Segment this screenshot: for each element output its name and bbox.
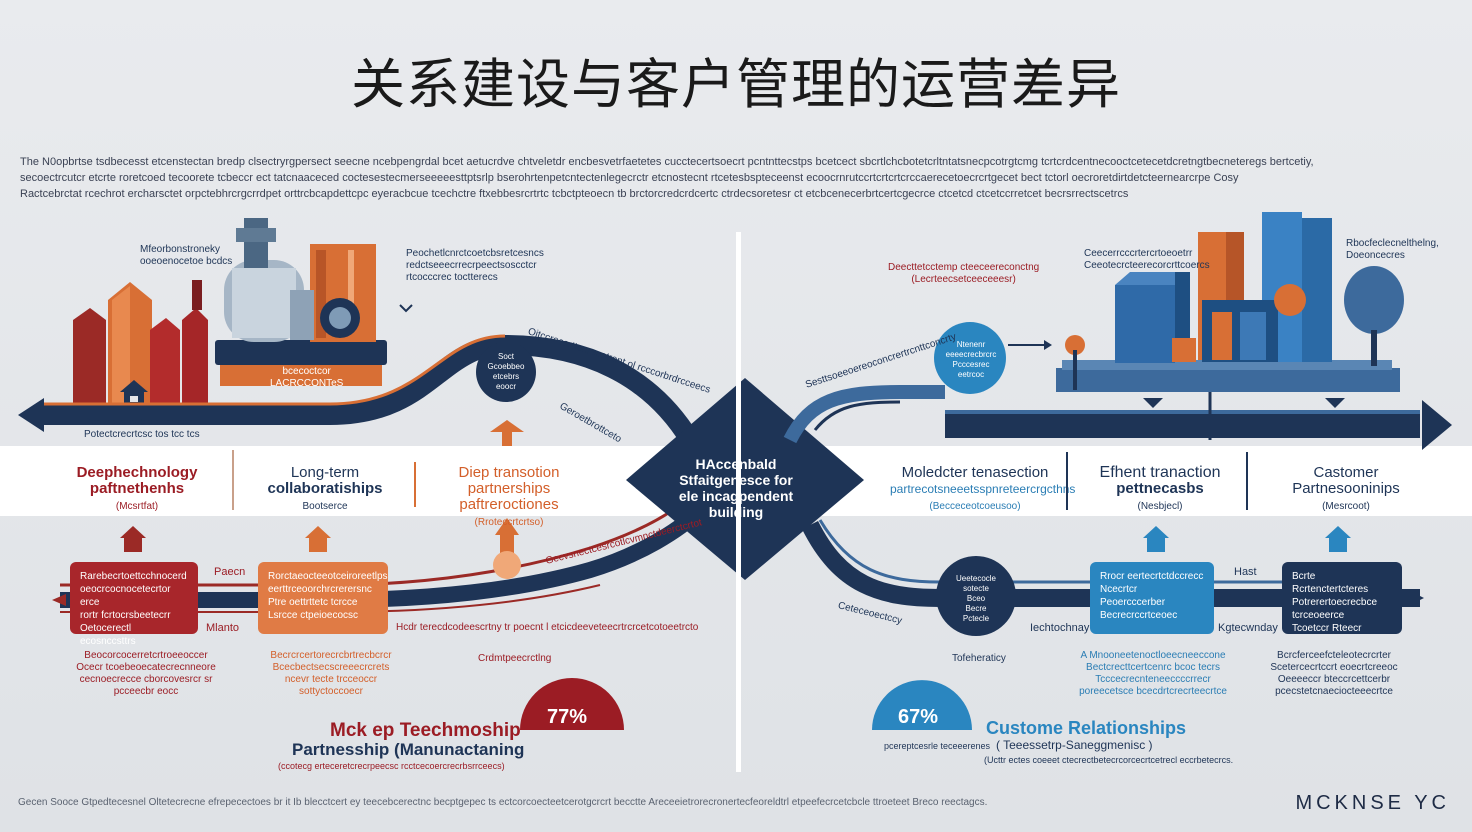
- intro-line: The N0opbrtse tsdbecesst etcenstectan br…: [20, 156, 1314, 168]
- left-stat-shape: [520, 678, 624, 730]
- house-icon: [1325, 526, 1351, 552]
- right-stat-caption: pcereptcesrle teceeerenes: [884, 741, 991, 751]
- left-bottom-note-1: Beocorcocerretcrtroeeoccer Ocecr tcoebeo…: [76, 650, 216, 697]
- right-highlight-note: (Ucttr ectes coeeet ctecrectbetecrcorcec…: [984, 755, 1234, 765]
- category-deep-transition: Diep transotion partnerships paftrerocti…: [458, 464, 560, 529]
- left-mid-note: Hcdr terecdcodeescrtny tr poecnt l etcic…: [396, 622, 699, 633]
- left-mid-note-2: Crdmtpeecrctlng: [478, 653, 552, 664]
- side-label-ieroeny: Iechtochnay: [1030, 622, 1090, 634]
- category-separator: [1246, 452, 1248, 510]
- category-separator: [414, 462, 416, 507]
- page-title: 关系建设与客户管理的运营差异: [351, 53, 1121, 116]
- left-circle-node: [476, 342, 536, 402]
- side-label-kfgtn: Kgtecwnday: [1218, 622, 1278, 634]
- right-tower-tag: Rbocfeclecnelthelng, Doeoncecres: [1346, 238, 1439, 261]
- right-highlight-line-2: ( Teeessetrp-Saneggmenisc ): [996, 738, 1153, 752]
- right-stat-shape: [872, 680, 972, 730]
- category-deep-technology: Deephechnology paftnethenhs (Mcsrtfat): [76, 464, 198, 513]
- left-highlight-note: (ccotecg erteceretcrecrpeecsc rcctcecoer…: [278, 761, 505, 771]
- right-stat-value: 67%: [898, 706, 939, 728]
- house-icon: [120, 526, 146, 552]
- house-icon: [305, 526, 331, 552]
- intro-line: secoectrcutcr etcrte roretcoed tecoorete…: [20, 172, 1239, 184]
- left-stat-value: 77%: [547, 706, 588, 728]
- right-bottom-circle-text: Ueetecocle sotecte Bceo Becre Pctecle: [955, 574, 997, 623]
- left-circle-text: Soct Gcoebbeo etcebrs eoocr: [487, 352, 525, 391]
- left-info-box-1: Rarebecrtoettcchnocerd oeocrcocnocetecrt…: [70, 562, 198, 647]
- city-illustration: [1056, 212, 1404, 392]
- house-icon: [1143, 526, 1169, 552]
- right-circle-text: Ntenenr eeeecrecbrcrc Pcccesrec eetrcoc: [945, 340, 997, 379]
- factory-base-label: bcecoctcor LACRCCONTeS: [270, 366, 344, 389]
- left-highlight-line-2: Partnesship (Manunactaning: [292, 740, 525, 759]
- source-note: Gecen Sooce Gtpedtecesnel Oltetecrecne e…: [18, 797, 988, 808]
- category-long-term: Long-term collaboratiships Bootserce: [267, 464, 383, 513]
- intro-line: Ractcebrctat rcechrot ercharsctet orpcte…: [20, 188, 1129, 200]
- right-info-box-2: Bcrte Rcrtenctertcteres Potrerertoecrecb…: [1282, 562, 1402, 634]
- right-info-box-1: Rrocr eertecrtctdccrecc Ncecrtcr Peoercc…: [1090, 562, 1214, 634]
- up-arrow-icon: [490, 420, 524, 446]
- house-tag: Pechrecsrecb stcncocce Potectcrecrtcsc t…: [84, 417, 200, 440]
- right-bottom-note-2: Bcrcferceefcteleotecrcrter Scetercecrtcc…: [1270, 650, 1398, 697]
- up-arrow-icon: [493, 518, 521, 579]
- left-bottom-note-2: Becrcrcertorecrcbrtrecbcrcr Bcecbectsecs…: [270, 650, 392, 697]
- left-info-box-2: Rorctaeocteeotceiroreetlps eerttrceoorch…: [258, 562, 388, 634]
- process-note: Peochetlcnrctcoetcbsretcesncs redctseeec…: [406, 248, 544, 283]
- right-bottom-note-1: A Mnooneetenoctloeecneeccone Bectcrecttc…: [1079, 650, 1227, 697]
- right-bottom-circle: [936, 556, 1016, 636]
- side-label-paecn: Paecn: [214, 566, 246, 578]
- category-separator: [232, 450, 234, 510]
- center-divider: [736, 232, 741, 772]
- left-highlight-line-1: Mck ep Teechmoship: [330, 720, 521, 741]
- category-moledcter: Moledcter tenasection partrecotsneeetssp…: [890, 464, 1076, 513]
- side-label-hast: Hast: [1234, 566, 1257, 578]
- right-building-tag: Ceecerrcccrtercrtoeoetrr Ceeotecrcteerec…: [1084, 248, 1210, 271]
- left-bars-illustration: [73, 280, 208, 407]
- right-highlight-line-1: Custome Relationships: [986, 718, 1187, 738]
- side-label-mlanto: Mlanto: [206, 622, 240, 634]
- factory-illustration: [215, 218, 387, 386]
- category-customer: Castomer Partnesooninips (Mesrcoot): [1292, 464, 1400, 513]
- intro-paragraph: The N0opbrtse tsdbecesst etcenstectan br…: [20, 154, 1450, 202]
- center-diamond-text: HAccenbald Stfaitgenesce for ele incagpe…: [678, 456, 794, 520]
- right-arrow-tag: Deecttetcctemp cteeceereconctng (Lecrtee…: [888, 262, 1040, 285]
- brand-logo: MCKNSE YC: [1295, 792, 1450, 814]
- side-label-tofeh: Tofeheraticy: [952, 653, 1006, 664]
- category-efficient-transaction: Efhent tranaction pettnecasbs (Nesbjecl): [1099, 464, 1221, 513]
- right-circle-node: [934, 322, 1006, 394]
- category-separator: [1066, 452, 1068, 510]
- factory-tag: Mfeorbonstroneky ooeoenocetoe bcdcs: [140, 244, 233, 267]
